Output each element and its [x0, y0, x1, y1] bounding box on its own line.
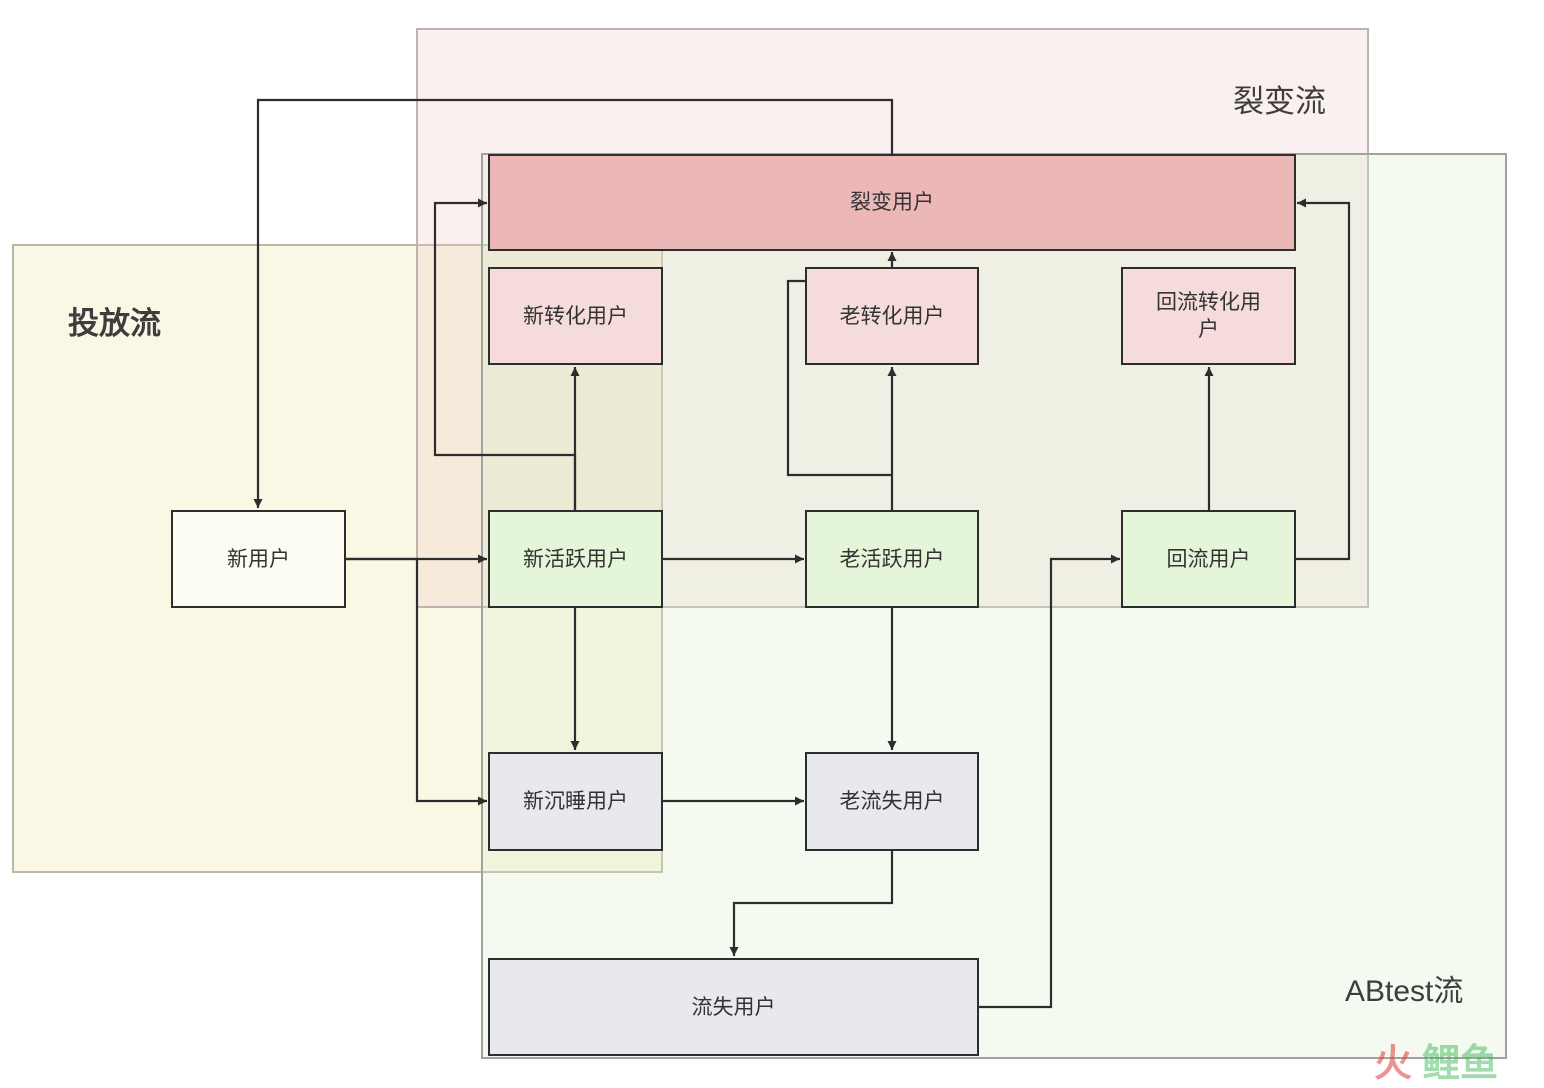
node-old-churned: 老流失用户: [805, 752, 979, 851]
node-new-dormant: 新沉睡用户: [488, 752, 663, 851]
region-label-liebian: 裂变流: [1233, 84, 1326, 119]
node-label: 回流转化用户: [1156, 291, 1261, 341]
edge-churned-to-returning: [979, 554, 1120, 1009]
node-returning-users: 回流用户: [1121, 510, 1296, 608]
node-liebian-users: 裂变用户: [488, 154, 1296, 251]
svg-text:火: 火: [1374, 1041, 1412, 1084]
node-old-active: 老活跃用户: [805, 510, 979, 608]
edge-old-churned-to-churned: [729, 851, 894, 956]
node-new-active: 新活跃用户: [488, 510, 663, 608]
svg-text:鲤鱼: 鲤鱼: [1422, 1041, 1498, 1084]
node-label: 新用户: [227, 547, 290, 571]
node-label: 老活跃用户: [839, 547, 945, 571]
node-new-users: 新用户: [171, 510, 346, 608]
region-label-abtest: ABtest流: [1345, 975, 1464, 1008]
watermark-logo: 火 鲤鱼: [1374, 1041, 1498, 1084]
edge-liebian-to-new-users: [253, 98, 894, 508]
node-label: 老转化用户: [839, 304, 945, 328]
node-label: 裂变用户: [850, 191, 934, 214]
node-label: 老流失用户: [839, 790, 945, 813]
edge-new-active-to-liebian: [433, 198, 577, 510]
edge-new-users-to-new-dormant: [346, 557, 487, 806]
node-churned-users: 流失用户: [488, 958, 979, 1056]
node-label: 回流用户: [1166, 547, 1251, 571]
node-label: 新活跃用户: [523, 547, 628, 571]
node-label: 新沉睡用户: [523, 790, 628, 813]
node-old-converted: 老转化用户: [805, 267, 979, 365]
node-returning-converted: 回流转化用户: [1121, 267, 1296, 365]
node-new-converted: 新转化用户: [488, 267, 663, 365]
node-label: 新转化用户: [523, 304, 628, 328]
region-label-toufang: 投放流: [68, 306, 161, 341]
node-label: 流失用户: [691, 995, 776, 1019]
edge-returning-to-liebian: [1296, 198, 1351, 561]
